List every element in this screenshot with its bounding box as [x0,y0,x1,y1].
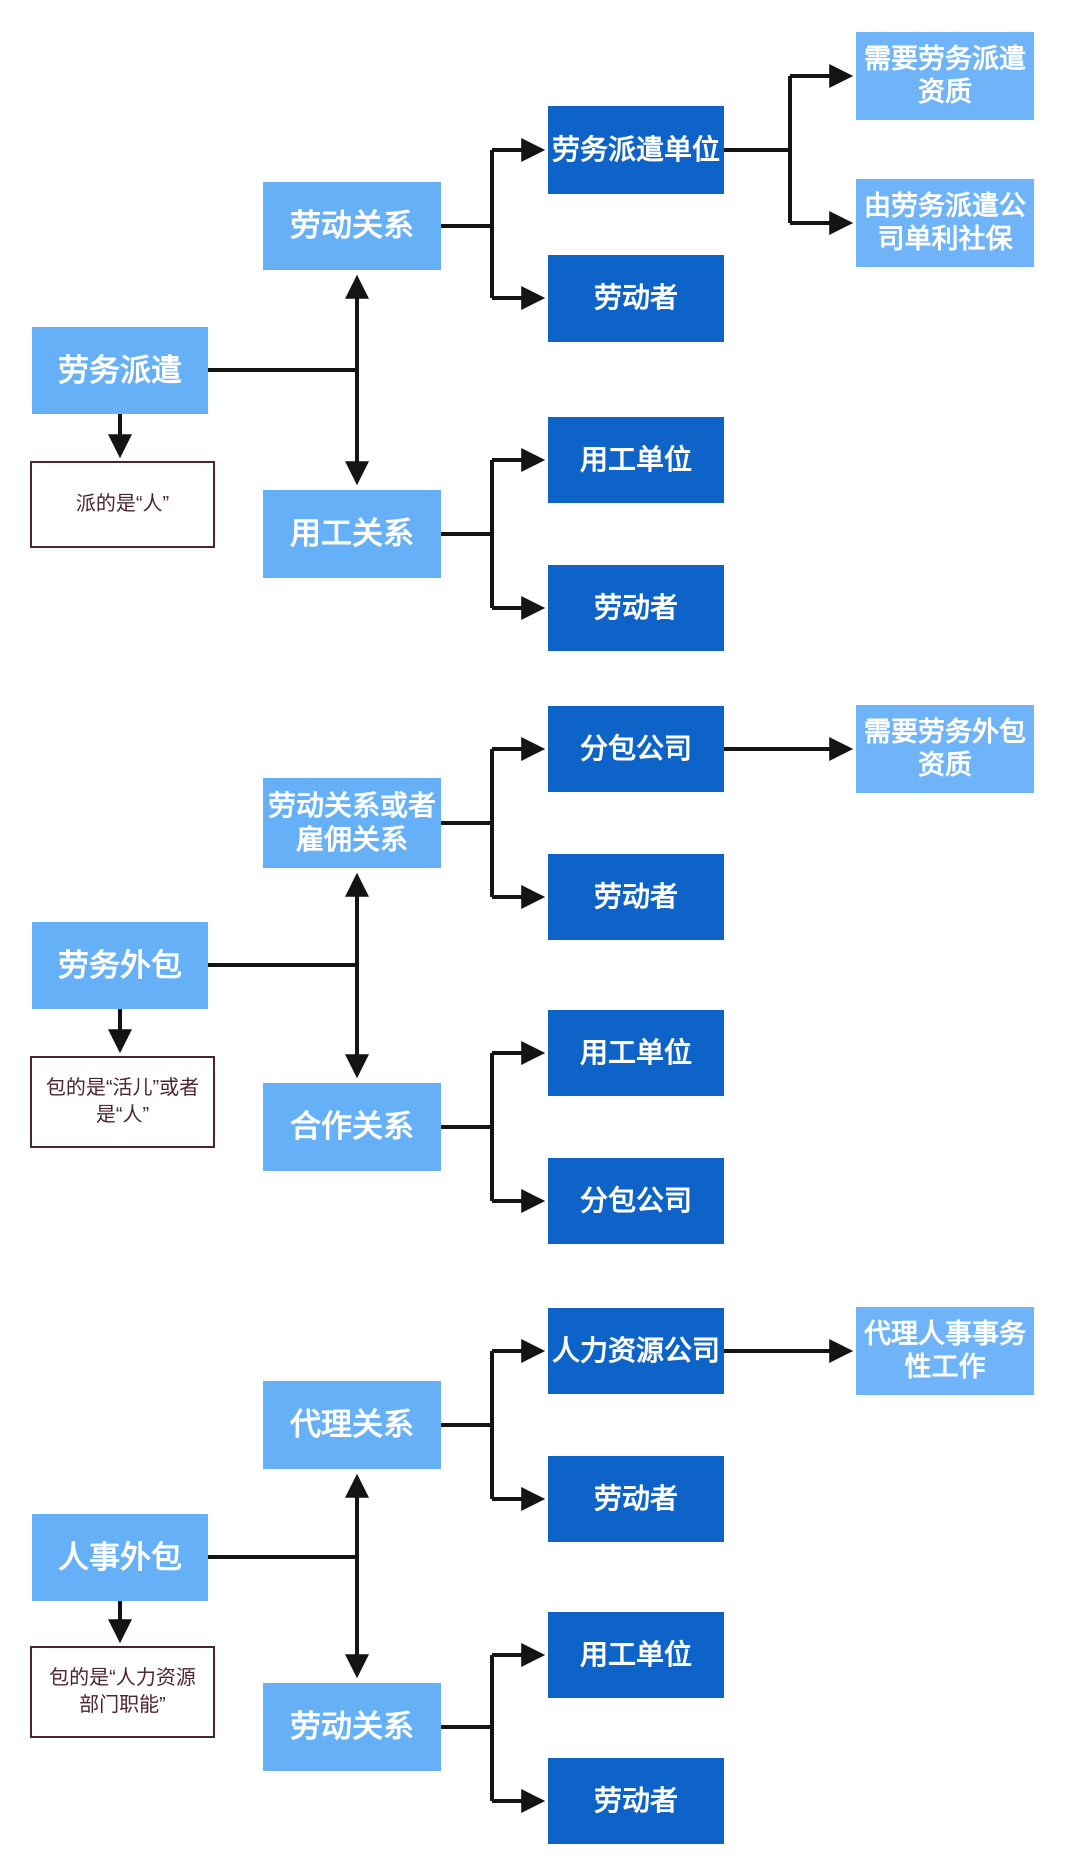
node-s3-hr-company: 人力资源公司 [548,1308,724,1394]
node-s1-dispatch-unit: 劳务派遣单位 [548,106,724,194]
note-s1-dispatch-license: 需要劳务派遣 资质 [856,32,1034,120]
node-s3-upper-worker: 劳动者 [548,1456,724,1542]
annotation-s3: 包的是“人力资源 部门职能” [30,1646,215,1738]
connector-s1-note-branch [724,76,792,223]
note-s3-hr-agency-work: 代理人事事务 性工作 [856,1307,1034,1395]
node-s3-root: 人事外包 [32,1514,208,1601]
node-s1-lower-relation: 用工关系 [263,490,441,578]
connector-s3-lower-branch [441,1655,494,1801]
connector-s2-lower-branch [441,1053,494,1201]
node-s1-employer-unit: 用工单位 [548,417,724,503]
note-s1-social-insurance: 由劳务派遣公 司单利社保 [856,179,1034,267]
connector-s2-upper-branch [441,749,494,897]
node-s1-root: 劳务派遣 [32,327,208,414]
node-s2-lower-subcontractor: 分包公司 [548,1158,724,1244]
node-s2-lower-relation: 合作关系 [263,1083,441,1171]
node-s3-lower-relation: 劳动关系 [263,1683,441,1771]
node-s2-upper-relation: 劳动关系或者 雇佣关系 [263,778,441,868]
node-s1-upper-relation: 劳动关系 [263,182,441,270]
connector-s1-upper-branch [441,150,494,298]
node-s3-employer-unit: 用工单位 [548,1612,724,1698]
node-s2-root: 劳务外包 [32,922,208,1009]
note-s2-outsourcing-license: 需要劳务外包 资质 [856,705,1034,793]
node-s1-upper-worker: 劳动者 [548,255,724,342]
node-s3-upper-relation: 代理关系 [263,1381,441,1469]
node-s3-lower-worker: 劳动者 [548,1758,724,1844]
connector-s1-lower-branch [441,460,494,608]
annotation-s2: 包的是“活儿”或者 是“人” [30,1056,215,1148]
node-s2-subcontractor: 分包公司 [548,706,724,792]
node-s2-employer-unit: 用工单位 [548,1010,724,1096]
node-s1-lower-worker: 劳动者 [548,565,724,651]
node-s2-upper-worker: 劳动者 [548,854,724,940]
connector-s3-upper-branch [441,1351,494,1499]
annotation-s1: 派的是“人” [30,461,215,548]
